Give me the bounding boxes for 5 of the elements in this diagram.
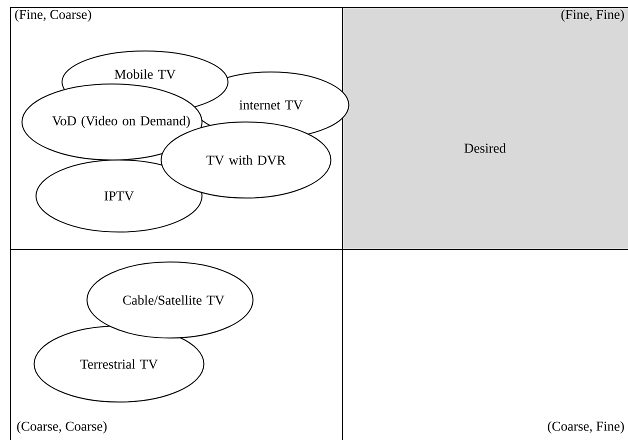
quadrant-label: Desired: [464, 143, 506, 153]
corner-label: (Fine, Coarse): [15, 10, 92, 22]
corner-label: (Fine, Fine): [561, 10, 624, 22]
corner-label: (Coarse, Coarse): [17, 421, 107, 434]
corner-label: (Coarse, Fine): [548, 421, 624, 434]
